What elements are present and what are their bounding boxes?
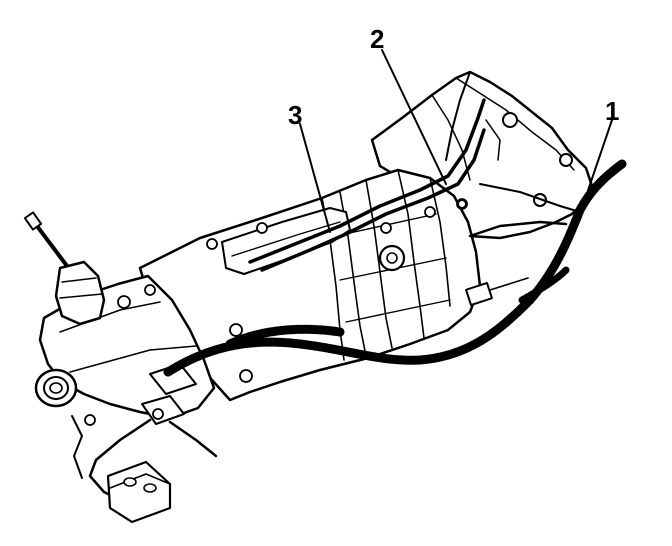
callout-labels: 1 2 3: [288, 24, 619, 130]
wiring-harness-conduit: [163, 159, 627, 377]
callout-3: 3: [288, 100, 302, 130]
callout-1: 1: [605, 96, 619, 126]
harness-connectors: [71, 363, 218, 524]
callout-leaders: [299, 49, 613, 233]
callout-2: 2: [370, 24, 384, 54]
cable-routing: [248, 71, 581, 272]
shift-lever: [23, 211, 156, 326]
